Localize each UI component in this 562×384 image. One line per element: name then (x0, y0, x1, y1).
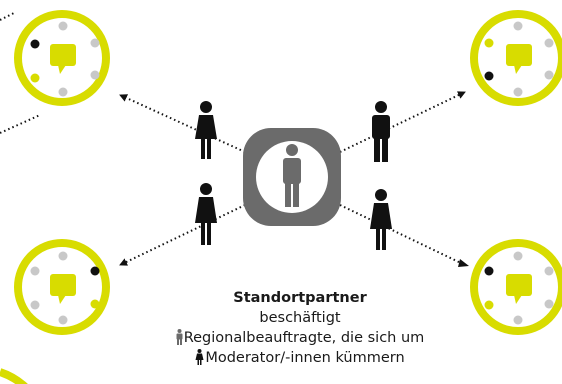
speech-bubble-icon (506, 44, 532, 74)
hub-bottom-left (14, 239, 110, 335)
connectors (0, 11, 466, 266)
moderator-female-bottom-left (195, 183, 217, 245)
hub-top-left (14, 10, 110, 106)
arrow-top-right (339, 91, 466, 153)
hub-partial-bottom-left (0, 368, 28, 384)
center-partner (243, 128, 341, 226)
arrow-bottom-left (119, 204, 246, 266)
moderator-icon (195, 349, 204, 365)
moderator-female-top-left (195, 101, 217, 159)
arrow-offscreen-left (0, 114, 41, 134)
caption-line-3: Moderator/-innen kümmern (150, 348, 450, 368)
arrow-top-left (119, 94, 246, 153)
caption-line-2: Regionalbeauftragte, die sich um (150, 328, 450, 348)
hub-top-right (470, 10, 562, 106)
arrow-bottom-right (339, 204, 466, 266)
arrow-offscreen-top-left (0, 11, 17, 21)
arrow-bottom-right-head (458, 259, 469, 267)
moderator-male-top-right (372, 101, 390, 162)
speech-bubble-icon (50, 44, 76, 74)
caption-line-1: beschäftigt (259, 310, 341, 326)
caption-title: Standortpartner (233, 290, 367, 306)
speech-bubble-icon (506, 274, 532, 304)
moderator-female-bottom-right (370, 189, 392, 250)
hub-bottom-right (470, 239, 562, 335)
regional-person-icon (176, 329, 183, 345)
caption-line-3-text: Moderator/-innen kümmern (205, 350, 405, 366)
caption: Standortpartner beschäftigt Regionalbeau… (150, 288, 450, 368)
person-icon (283, 144, 301, 207)
speech-bubble-icon (50, 274, 76, 304)
caption-line-2-text: Regionalbeauftragte, die sich um (183, 330, 425, 346)
